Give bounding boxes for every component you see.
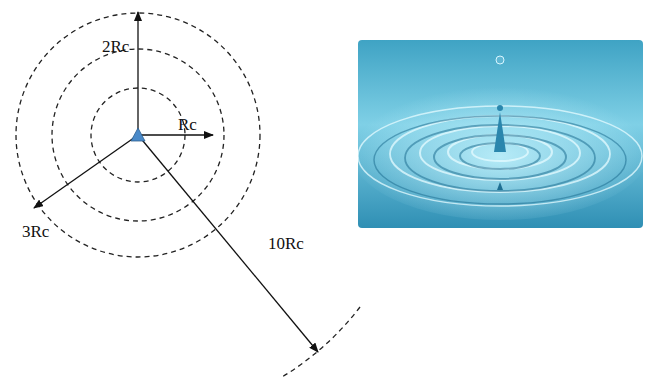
radius-label: Rc	[176, 115, 199, 134]
radius-label: 10Rc	[266, 234, 306, 253]
water-ripple-photo	[358, 40, 643, 228]
radius-label: 2Rc	[100, 37, 131, 56]
radius-arrows	[34, 12, 318, 352]
radius-label: 3Rc	[20, 222, 51, 241]
dashed-circles	[16, 13, 360, 377]
source-triangle	[131, 128, 145, 141]
